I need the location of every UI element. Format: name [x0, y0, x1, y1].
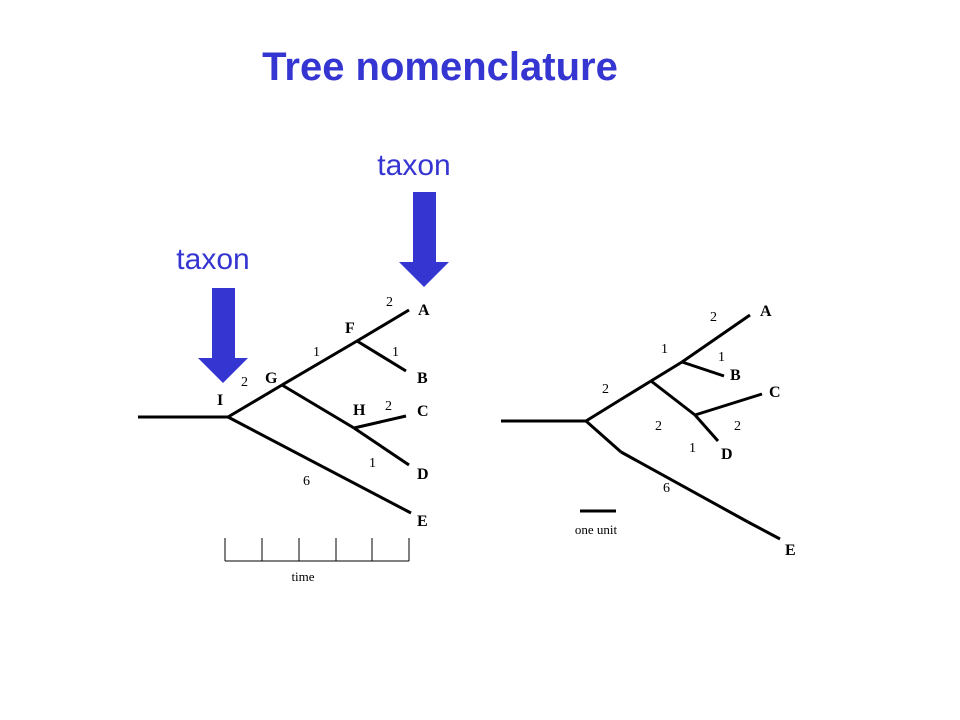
unit-scale: one unit	[575, 509, 618, 537]
branch-F-A	[356, 308, 410, 343]
taxon-callout-label: taxon	[377, 149, 450, 182]
tip-label-d: D	[417, 466, 429, 483]
time-scale-label: time	[291, 569, 314, 584]
branch-to-B	[681, 360, 725, 378]
branch-length-label: 1	[689, 441, 696, 456]
branch-length-label: 1	[661, 342, 668, 357]
taxon-callout-right: taxon	[377, 149, 451, 287]
branch-length-label: 1	[392, 345, 399, 360]
branch-to-C	[694, 392, 763, 417]
right-tree: A B C D E 2 1 1 2 2 2 1 6 one unit	[501, 303, 796, 559]
branch-length-label: 1	[313, 345, 320, 360]
tip-label-c: C	[417, 403, 429, 420]
branch-F-B	[356, 339, 407, 373]
branch-E-tip	[747, 520, 781, 541]
branch-to-E	[620, 450, 749, 524]
time-scale: time	[224, 538, 410, 584]
branch-length-label: 2	[602, 382, 609, 397]
branch-root-lower	[585, 419, 622, 454]
branch-G-H	[281, 383, 355, 430]
taxon-callout-left: taxon	[176, 243, 250, 383]
unit-scale-label: one unit	[575, 522, 618, 537]
branch-length-label: 1	[369, 456, 376, 471]
node-label-g: G	[265, 370, 278, 387]
node-label-f: F	[345, 320, 355, 337]
branch-length-label: 2	[710, 310, 717, 325]
branch-inner-AB	[619, 379, 652, 402]
tip-label-d: D	[721, 446, 733, 463]
node-label-h: H	[353, 402, 366, 419]
taxon-callout-label: taxon	[176, 243, 249, 276]
branch-length-label: 2	[241, 375, 248, 390]
branch-length-label: 2	[385, 399, 392, 414]
down-arrow-icon	[198, 288, 248, 383]
tip-label-a: A	[418, 302, 430, 319]
tip-label-b: B	[730, 367, 741, 384]
branch-length-label: 2	[734, 419, 741, 434]
tip-label-e: E	[417, 513, 428, 530]
branch-to-D	[693, 414, 720, 442]
branch-G-F	[281, 339, 358, 387]
branch-length-label: 6	[303, 474, 310, 489]
branch-length-label: 2	[655, 419, 662, 434]
slide-title: Tree nomenclature	[262, 45, 618, 89]
branch-I-E	[227, 415, 412, 515]
branch-to-A	[681, 313, 751, 364]
branch-root-inner	[585, 398, 621, 423]
branch-H-D	[353, 426, 410, 467]
tip-label-c: C	[769, 384, 781, 401]
branch-H-C	[353, 414, 407, 430]
branch-length-label: 1	[718, 350, 725, 365]
branch-AB-stem	[650, 360, 683, 383]
tip-label-a: A	[760, 303, 772, 320]
left-tree: A B C D E F G H I 2 1 1 2 2 1 6 time	[138, 295, 430, 584]
branch-I-G	[227, 383, 283, 419]
tip-label-b: B	[417, 370, 428, 387]
branch-length-label: 6	[663, 481, 670, 496]
tip-label-e: E	[785, 542, 796, 559]
branch-length-label: 2	[386, 295, 393, 310]
branch-inner-CD	[650, 379, 696, 417]
node-label-i: I	[217, 392, 223, 409]
down-arrow-icon	[399, 192, 449, 287]
